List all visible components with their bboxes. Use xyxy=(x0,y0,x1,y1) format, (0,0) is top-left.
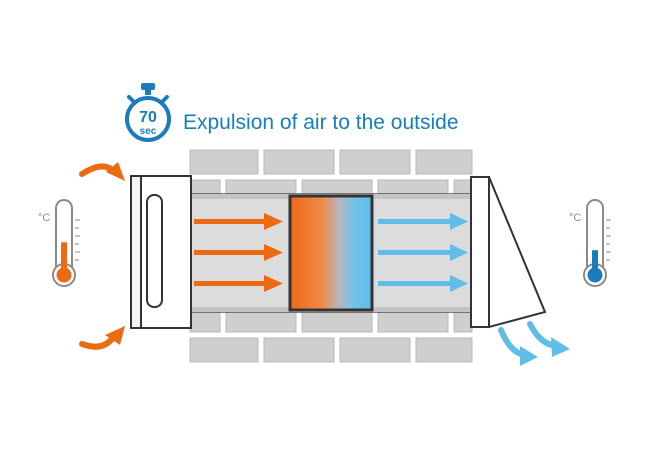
thermometer-right-unit: °C xyxy=(569,212,581,224)
cool-arrow-3 xyxy=(378,275,468,292)
warm-arrow-2 xyxy=(194,244,283,261)
heat-exchanger xyxy=(288,194,374,312)
warm-airflow-arrows xyxy=(194,213,283,292)
thermometer-left-unit: °C xyxy=(38,212,50,224)
warm-arrow-3 xyxy=(194,275,283,292)
expelled-air-arrow-2 xyxy=(527,321,570,357)
thermometer-cold-icon: °C xyxy=(569,199,611,287)
timer-unit: sec xyxy=(140,126,157,137)
timer-number: 70 xyxy=(139,109,157,126)
warm-arrow-1 xyxy=(194,213,283,230)
room-air-arrow-bottom xyxy=(79,326,125,350)
cool-arrow-1 xyxy=(378,213,468,230)
cool-airflow-arrows xyxy=(378,213,468,292)
room-air-arrow-top xyxy=(79,162,125,181)
cool-arrow-2 xyxy=(378,244,468,261)
brick-wall xyxy=(189,149,473,363)
room-air-arrows xyxy=(79,162,125,350)
expelled-air-arrow-1 xyxy=(498,327,538,366)
diagram-caption: Expulsion of air to the outside xyxy=(183,111,459,134)
expelled-air-arrows xyxy=(498,321,570,366)
exterior-hood xyxy=(470,176,547,329)
thermometer-warm-icon: °C xyxy=(38,199,80,287)
stopwatch-icon: 70 sec xyxy=(125,83,171,142)
interior-grille xyxy=(130,175,192,329)
